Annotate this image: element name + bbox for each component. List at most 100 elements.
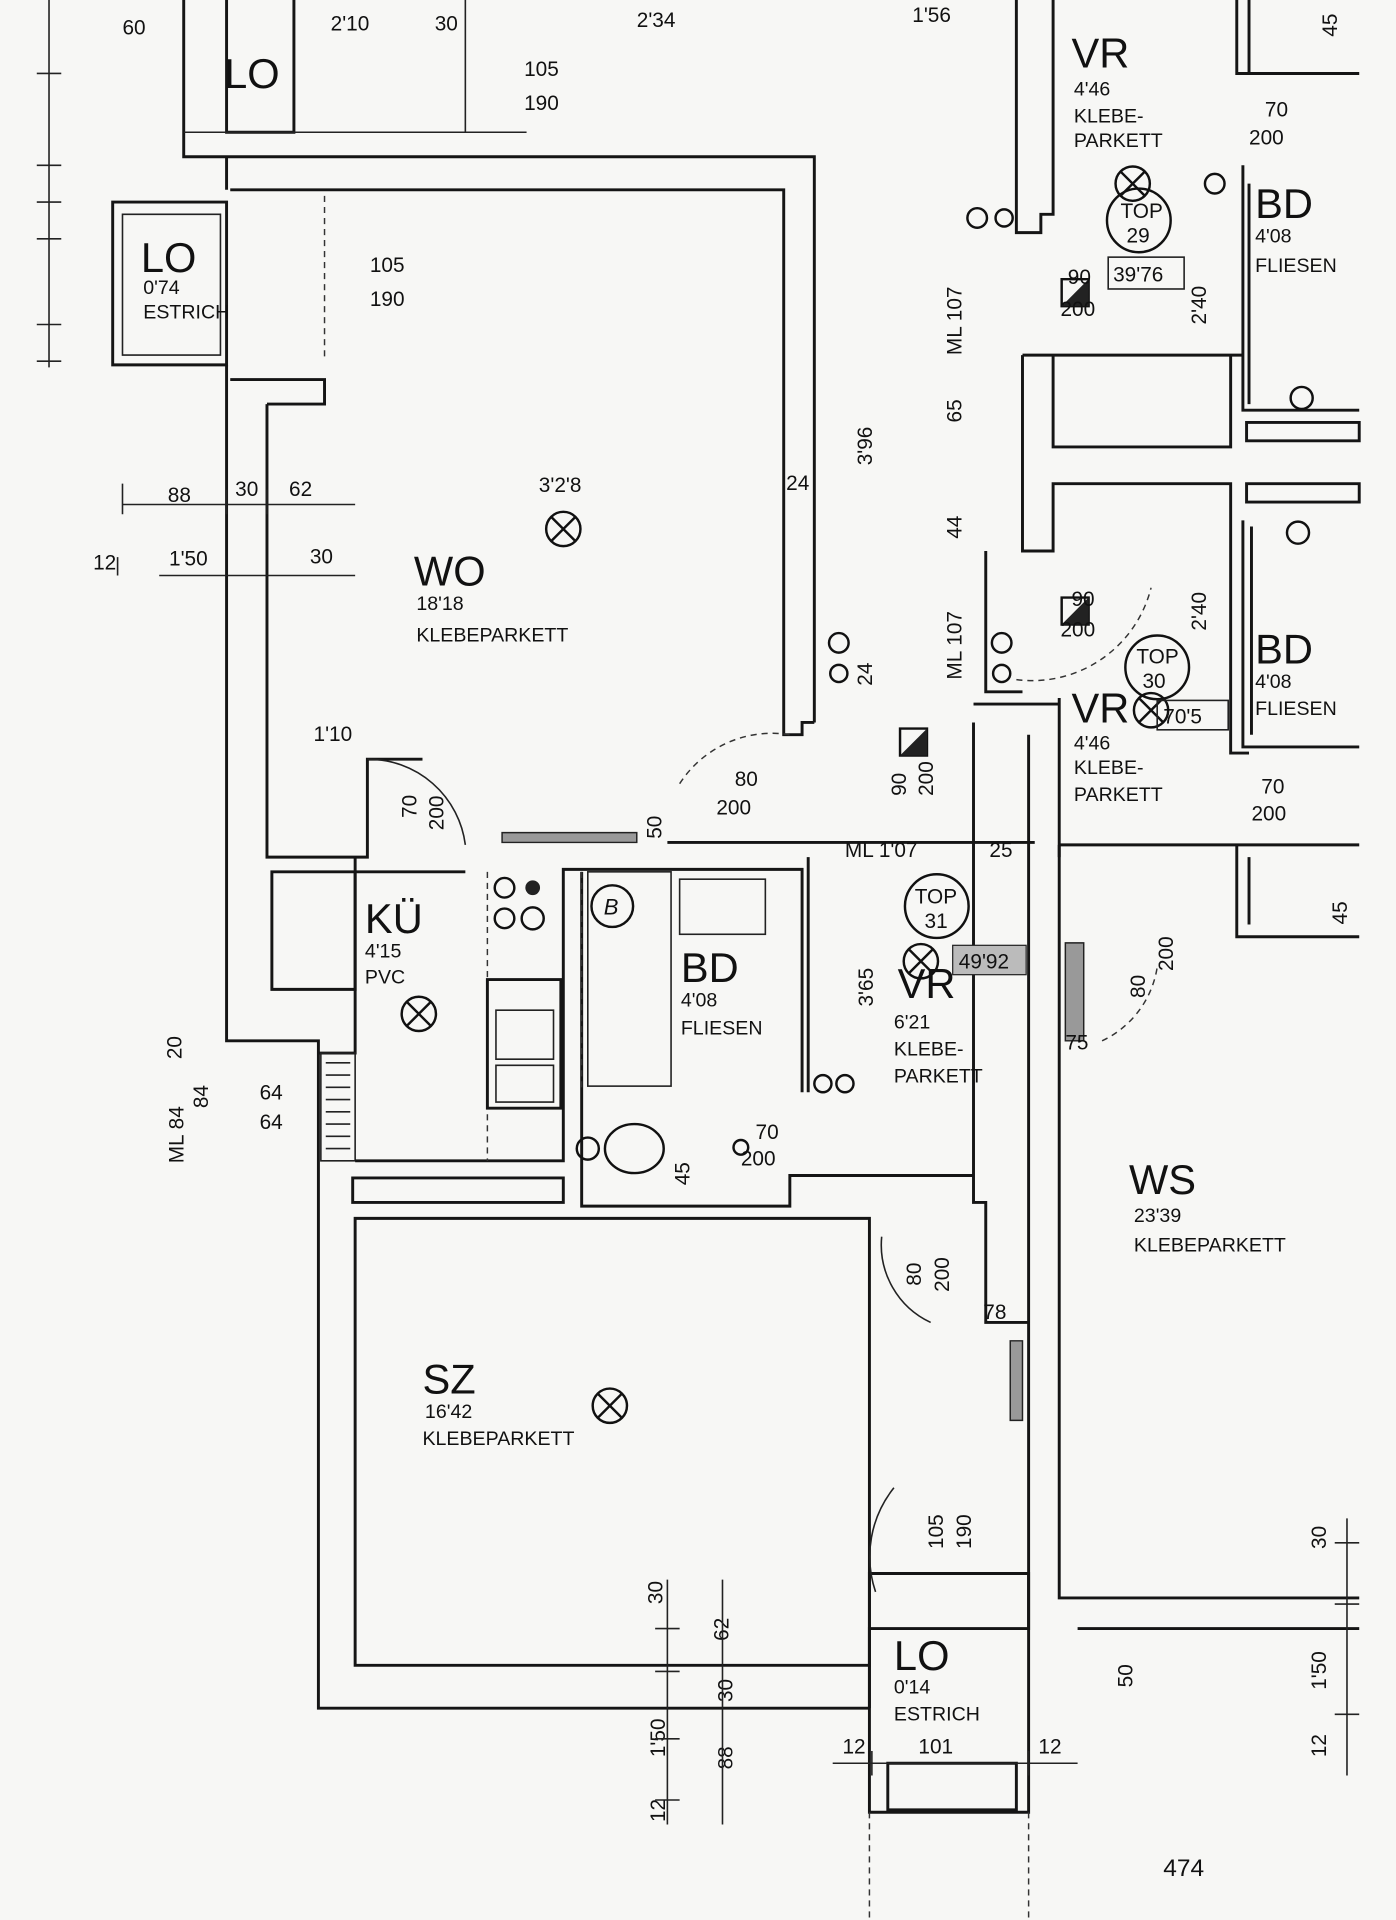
bath-marker: B	[590, 884, 635, 929]
dimension: 50	[643, 816, 666, 839]
room-area: 4'08	[681, 990, 718, 1012]
room-ku: KÜ 4'15 PVC	[365, 895, 423, 988]
dimension: 190	[370, 288, 405, 311]
room-area: 4'15	[365, 941, 402, 963]
room-area: 4'08	[1255, 225, 1292, 247]
room-area: 16'42	[425, 1401, 472, 1423]
unit-label: TOP	[1136, 646, 1178, 669]
room-area: 6'21	[894, 1012, 930, 1034]
room-material: PVC	[365, 966, 405, 988]
dimension: 44	[943, 516, 966, 539]
room-name: VR	[1071, 29, 1129, 76]
dimension: 50	[1115, 1664, 1138, 1687]
dimension: 200	[1251, 802, 1286, 825]
unit-top31: TOP 31 49'92	[903, 873, 1027, 976]
toilet-icon	[575, 1122, 665, 1175]
room-material: PARKETT	[1074, 130, 1163, 152]
dimension: 2'40	[1188, 286, 1211, 325]
dimension: 75	[1065, 1031, 1088, 1054]
room-material: PARKETT	[894, 1065, 983, 1087]
room-vr-top-right: VR 4'46 KLEBE- PARKETT	[1071, 29, 1162, 152]
dimension: 1'10	[314, 723, 353, 746]
dimension: 30	[714, 1679, 737, 1702]
unit-number: 31	[925, 910, 948, 933]
dimension: 190	[524, 92, 559, 115]
dimension: 84	[190, 1085, 213, 1108]
dimension: 190	[953, 1514, 976, 1549]
room-material: FLIESEN	[681, 1018, 763, 1040]
unit-area: 70'5	[1163, 706, 1202, 729]
dimension: 12	[93, 551, 116, 574]
ceiling-light-icon	[902, 942, 940, 980]
dimension: 12	[1308, 1734, 1331, 1757]
dimension: 1'50	[169, 548, 208, 571]
dimension: 12	[842, 1735, 865, 1758]
dimension: 2'40	[1188, 592, 1211, 631]
dimension: 90	[1068, 266, 1091, 289]
room-sz: SZ 16'42 KLEBEPARKETT	[422, 1355, 574, 1449]
unit-area: 49'92	[959, 951, 1009, 974]
ceiling-light-icon	[1132, 691, 1170, 729]
dimension: 90	[1071, 588, 1094, 611]
dimension: 200	[915, 761, 938, 796]
stove-icon	[493, 876, 545, 931]
dimension: 78	[983, 1301, 1006, 1324]
room-name: LO	[224, 50, 280, 97]
room-lo-top: LO	[224, 50, 280, 97]
dimension: 1'56	[912, 4, 951, 27]
room-material: KLEBEPARKETT	[422, 1428, 574, 1450]
dimension: 2'10	[331, 13, 370, 36]
dimension: 70	[1265, 98, 1288, 121]
unit-top30: TOP 30 70'5	[1124, 634, 1229, 731]
room-bd-mid-right: BD 4'08 FLIESEN	[1255, 626, 1337, 720]
room-bd: BD 4'08 FLIESEN	[681, 944, 763, 1040]
room-material: FLIESEN	[1255, 698, 1337, 720]
dimension: 65	[943, 399, 966, 422]
room-area: 4'08	[1255, 671, 1292, 693]
dimension: 24	[786, 472, 809, 495]
door-swings	[367, 587, 1158, 1593]
ceiling-light-icon	[591, 1387, 629, 1425]
dimension: 45	[671, 1162, 694, 1185]
room-bd-top-right: BD 4'08 FLIESEN	[1255, 180, 1337, 277]
dimension-labels: 60 2'10 30 2'34 1'56 45 105 190 105 190 …	[93, 4, 1352, 1822]
dimension: 3'2'8	[539, 474, 582, 497]
dimension: 200	[931, 1257, 954, 1292]
room-wo: WO 18'18 KLEBEPARKETT	[414, 547, 568, 646]
room-area: 18'18	[416, 593, 463, 615]
room-area: 0'74	[143, 277, 180, 299]
dimension: 30	[1308, 1526, 1331, 1549]
dimension: 80	[1127, 975, 1150, 998]
dimension: 70	[756, 1121, 779, 1144]
unit-label: TOP	[915, 886, 957, 909]
room-name: VR	[1071, 684, 1129, 731]
ceiling-light-icons	[400, 165, 1170, 1425]
dimension: 200	[716, 796, 751, 819]
room-name: BD	[1255, 180, 1313, 227]
room-area: 4'46	[1074, 732, 1111, 754]
page-number: 474	[1163, 1855, 1204, 1882]
room-name: WS	[1129, 1156, 1196, 1203]
bath-marker-label: B	[604, 895, 619, 920]
dimension: 1'50	[1308, 1651, 1331, 1690]
dimension: 30	[644, 1581, 667, 1604]
dimension: 200	[741, 1148, 776, 1171]
room-name: BD	[1255, 626, 1313, 673]
room-name: LO	[894, 1632, 950, 1679]
ceiling-light-icon	[400, 995, 438, 1033]
dimension: 105	[925, 1514, 948, 1549]
dimension: 2'34	[637, 9, 676, 32]
dimension: 80	[735, 768, 758, 791]
unit-top29: TOP 29 39'76	[1105, 187, 1185, 290]
dimension: 30	[310, 545, 333, 568]
room-area: 0'14	[894, 1676, 931, 1698]
walls	[111, 0, 1361, 1814]
dimension: 62	[289, 478, 312, 501]
room-material: KLEBE-	[894, 1039, 964, 1061]
dimension: ML 107	[943, 286, 966, 355]
room-material: KLEBEPARKETT	[1134, 1234, 1286, 1256]
room-name: KÜ	[365, 895, 423, 942]
dimension: 12	[647, 1799, 670, 1822]
